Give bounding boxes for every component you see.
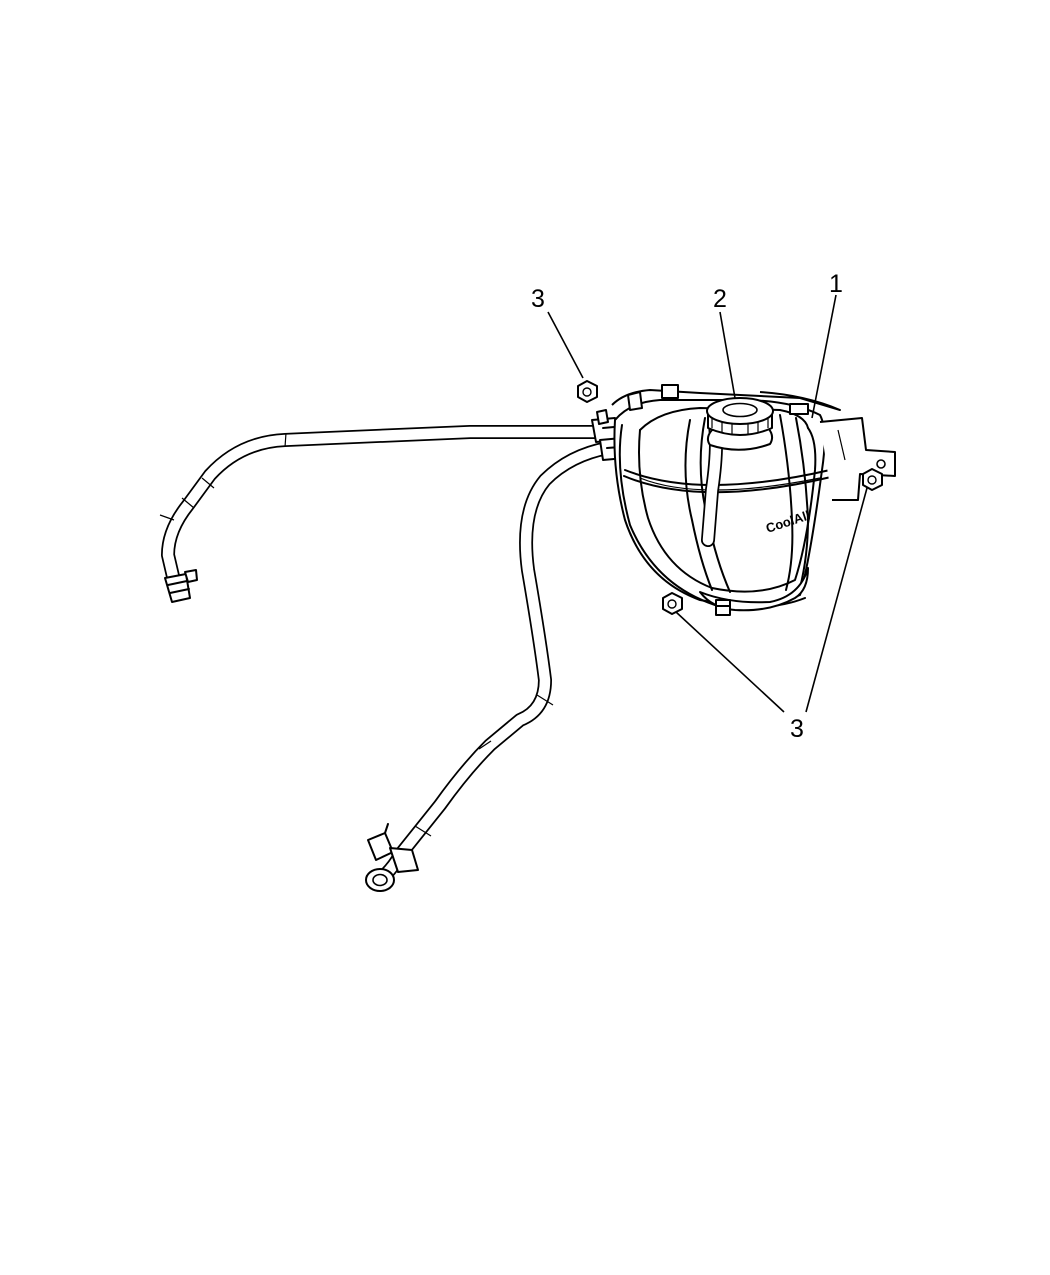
overflow-hose-lower	[365, 441, 615, 892]
nut-lower	[662, 592, 683, 615]
leader-line-nut-upper	[547, 311, 584, 379]
overflow-hose-upper	[159, 425, 607, 603]
pressure-cap	[706, 397, 774, 451]
leader-line-tank	[811, 294, 837, 419]
callout-2: 2	[713, 285, 727, 313]
leader-line-nut-right	[805, 487, 868, 713]
callout-3-upper: 3	[531, 285, 545, 313]
lower-hose-clamp	[367, 823, 419, 873]
leader-line-nut-lower	[675, 611, 785, 713]
callout-1: 1	[829, 270, 843, 298]
coolant-recovery-tank: CoolAll	[611, 384, 896, 616]
lower-hose-end	[365, 868, 395, 892]
leader-line-cap	[719, 311, 736, 399]
nut-right	[862, 468, 883, 491]
upper-hose-end-fitting	[164, 569, 198, 603]
callout-3-lower: 3	[790, 715, 804, 743]
nut-upper	[577, 380, 598, 403]
